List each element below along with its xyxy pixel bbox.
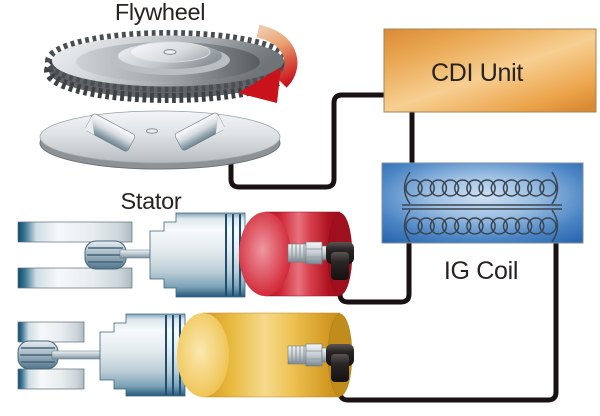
plug-thread-ridges [291,346,305,364]
cylinder-yellow-face [177,313,229,397]
rotation-arrow [238,24,298,103]
spark-plug-bottom [287,343,354,382]
hub-hole [163,49,177,55]
ig-coil-label: IG Coil [444,257,518,285]
plug-boot-vertical [331,354,349,382]
wire-igcoil-to-plug-top [337,240,412,305]
crank-web-upper [17,221,133,243]
crank-piston-assembly-top [17,211,354,298]
connecting-rod [51,350,106,360]
stator-label: Stator [121,188,182,214]
cdi-unit-box: CDI Unit [383,28,597,113]
crank-web-lower [17,267,133,289]
primary-winding [405,179,557,197]
plug-hex-facets [306,350,322,360]
plug-threads [287,345,307,365]
crank-web-lower [17,368,85,390]
transformer-symbol [402,171,562,243]
cylinder-red-face [239,212,291,296]
plug-hex-nut [305,241,323,265]
plug-hex-nut [305,343,323,367]
crank-web-upper [17,321,85,343]
ig-coil-box [381,162,584,244]
stator-coil-right [174,112,226,151]
flywheel-label: Flywheel [115,0,205,25]
plug-threads [287,243,307,263]
winding-paren-left-bottom [403,209,411,243]
piston [99,313,186,397]
stator-plate [39,110,281,170]
rotation-arrow-ribbon [256,24,298,88]
crank-piston-assembly-bottom [17,312,354,398]
plug-boot-vertical [331,252,349,280]
flywheel-gear [44,30,292,103]
winding-paren-right-bottom [551,209,559,243]
wire-stator-to-cdi [228,92,390,190]
piston [149,212,246,298]
secondary-winding [405,217,557,235]
stator-coil-left [84,113,136,152]
crank-pin-stripes [87,247,124,263]
core-lines [402,204,562,210]
stator-top [39,110,281,164]
plug-hex-facets [306,248,322,258]
cdi-unit-label: CDI Unit [431,59,523,87]
rotation-arrow-head [238,67,281,103]
spark-plug-top [287,241,354,280]
winding-paren-right-top [551,171,559,205]
plug-thread-ridges [291,244,305,262]
cylinder-yellow [177,312,353,398]
stator-hole [146,128,158,134]
winding-paren-left-top [403,171,411,205]
crank-pin-stripes [20,347,56,363]
